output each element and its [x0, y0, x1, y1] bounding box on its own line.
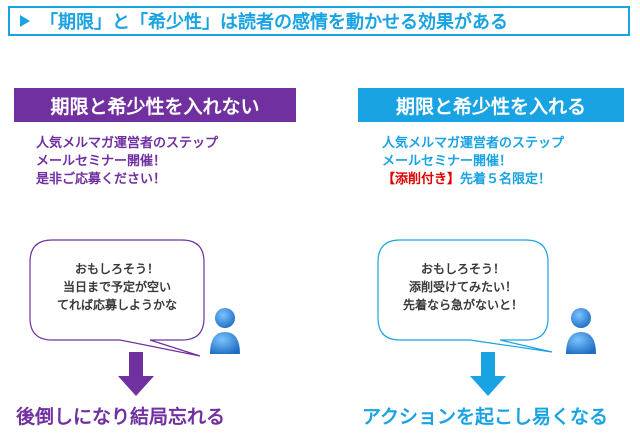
right-bubble-text: おもしろそう！ 添削受けてみたい！ 先着なら急がないと！: [382, 260, 544, 314]
top-banner: 「期限」と「希少性」は読者の感情を動かせる効果がある: [8, 6, 630, 36]
left-result: 後倒しになり結局忘れる: [16, 406, 226, 428]
right-bubble-line: 添削受けてみたい！: [408, 280, 517, 294]
right-desc-line: メールセミナー開催！: [382, 154, 513, 169]
right-description: 人気メルマガ運営者のステップ メールセミナー開催！ 【添削付き】先着５名限定！: [382, 135, 564, 189]
right-bubble-line: 先着なら急がないと！: [402, 298, 523, 312]
right-desc-highlight: 【添削付き】: [382, 172, 461, 187]
triangle-bullet-icon: [20, 15, 30, 27]
banner-title: 「期限」と「希少性」は読者の感情を動かせる効果がある: [40, 12, 508, 33]
left-bubble-line: 当日まで予定が空い: [62, 280, 171, 294]
left-desc-line: 是非ご応募ください！: [36, 172, 167, 187]
right-column-title: 期限と希少性を入れる: [358, 88, 624, 122]
right-user-icon: [566, 308, 596, 354]
left-user-icon: [210, 308, 240, 354]
right-result: アクションを起こし易くなる: [362, 406, 609, 428]
right-desc-line: 人気メルマガ運営者のステップ: [382, 136, 565, 151]
left-bubble-line: てれば応募しようかな: [56, 298, 177, 312]
left-desc-line: メールセミナー開催！: [36, 154, 167, 169]
right-desc-rest: 先着５名限定！: [460, 172, 552, 187]
left-desc-line: 人気メルマガ運営者のステップ: [36, 136, 219, 151]
left-bubble-text: おもしろそう！ 当日まで予定が空い てれば応募しようかな: [34, 260, 200, 314]
left-bubble-line: おもしろそう！: [74, 262, 159, 276]
right-desc-line: 【添削付き】先着５名限定！: [382, 171, 564, 189]
right-down-arrow-icon: [470, 352, 506, 396]
left-column-title: 期限と希少性を入れない: [14, 88, 296, 122]
left-down-arrow-icon: [118, 352, 154, 396]
right-bubble-line: おもしろそう！: [420, 262, 505, 276]
left-description: 人気メルマガ運営者のステップ メールセミナー開催！ 是非ご応募ください！: [36, 135, 218, 189]
